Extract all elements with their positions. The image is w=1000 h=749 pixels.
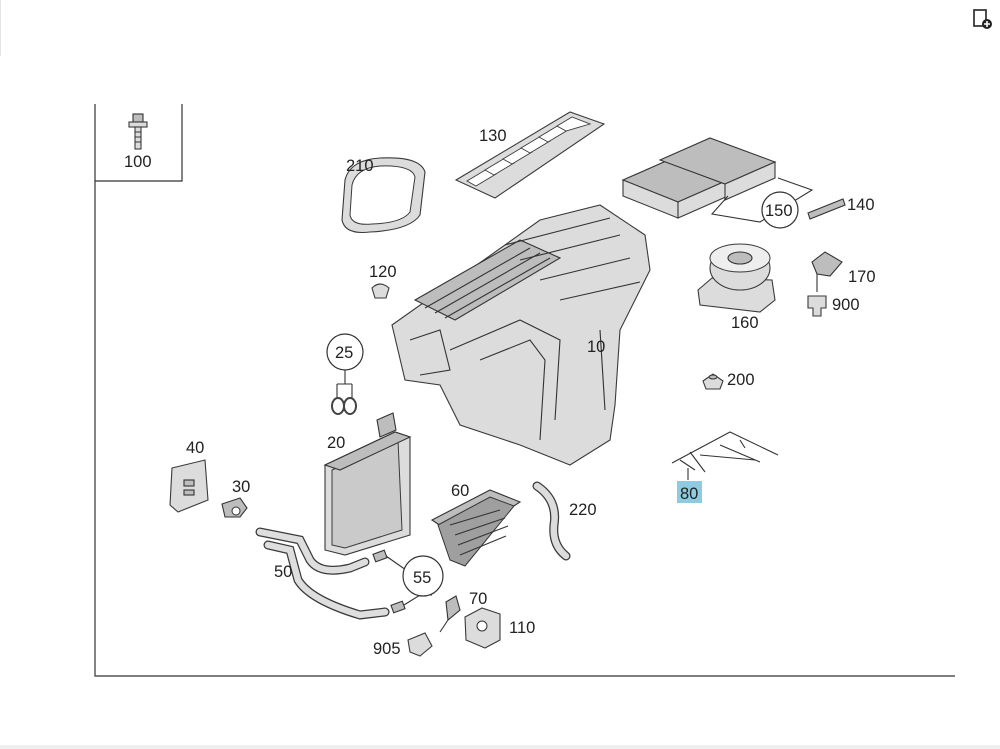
part-900-connector[interactable] xyxy=(807,295,827,317)
part-220-duct-hose[interactable] xyxy=(532,481,571,561)
part-60-heater-core[interactable] xyxy=(430,489,522,567)
label-140[interactable]: 140 xyxy=(847,196,875,214)
label-200[interactable]: 200 xyxy=(727,371,755,389)
label-30[interactable]: 30 xyxy=(232,478,250,496)
callout-150 xyxy=(761,191,799,229)
part-80-wiring-harness[interactable] xyxy=(671,431,779,480)
label-60[interactable]: 60 xyxy=(451,482,469,500)
label-900[interactable]: 900 xyxy=(832,296,860,314)
part-160-blower-motor[interactable] xyxy=(697,243,776,313)
part-200-nut[interactable] xyxy=(702,373,724,390)
label-70[interactable]: 70 xyxy=(469,590,487,608)
label-50[interactable]: 50 xyxy=(274,563,292,581)
part-150-cabin-filters[interactable] xyxy=(621,137,814,223)
part-100-bolt[interactable] xyxy=(128,113,148,150)
part-170-resistor[interactable] xyxy=(811,251,843,292)
diagram-frame xyxy=(94,104,955,677)
label-905[interactable]: 905 xyxy=(373,640,401,658)
add-document-icon[interactable] xyxy=(971,8,993,30)
label-150[interactable]: 150 xyxy=(765,202,793,220)
label-210[interactable]: 210 xyxy=(346,157,374,175)
callout-55 xyxy=(402,555,444,597)
part-905-connector[interactable] xyxy=(407,632,433,657)
label-40[interactable]: 40 xyxy=(186,439,204,457)
label-130[interactable]: 130 xyxy=(479,127,507,145)
part-70-sensor[interactable] xyxy=(439,595,461,633)
label-80[interactable]: 80 xyxy=(680,485,698,503)
part-20-evaporator[interactable] xyxy=(323,412,412,556)
part-120-clip[interactable] xyxy=(371,283,390,299)
part-50-refrigerant-pipes[interactable] xyxy=(255,527,390,620)
label-160[interactable]: 160 xyxy=(731,314,759,332)
label-170[interactable]: 170 xyxy=(848,268,876,286)
part-130-gasket[interactable] xyxy=(454,111,606,199)
label-100[interactable]: 100 xyxy=(124,153,152,171)
part-110-actuator[interactable] xyxy=(464,607,501,649)
label-120[interactable]: 120 xyxy=(369,263,397,281)
label-110[interactable]: 110 xyxy=(509,619,535,637)
label-80-highlight xyxy=(677,481,702,503)
label-220[interactable]: 220 xyxy=(569,501,597,519)
label-20[interactable]: 20 xyxy=(327,434,345,452)
part-210-seal[interactable] xyxy=(341,157,426,234)
part-10-hvac-housing[interactable] xyxy=(391,204,651,466)
window-edge xyxy=(0,0,1,56)
part-30-valve[interactable] xyxy=(221,497,248,518)
bottom-scroll-bar xyxy=(0,745,1000,749)
label-25[interactable]: 25 xyxy=(335,344,353,362)
label-10[interactable]: 10 xyxy=(587,338,605,356)
part-25-o-rings[interactable] xyxy=(331,370,357,415)
part-40-cover[interactable] xyxy=(169,459,209,513)
label-55[interactable]: 55 xyxy=(413,569,431,587)
part-140-strip[interactable] xyxy=(807,198,846,220)
